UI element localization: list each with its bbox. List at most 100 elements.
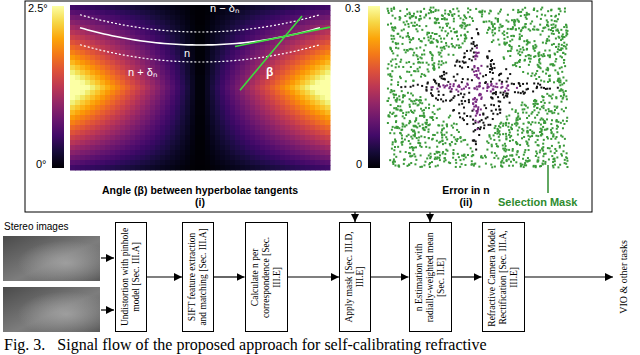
scatter-point bbox=[528, 64, 530, 66]
heatmap-cell bbox=[180, 145, 186, 151]
scatter-point bbox=[517, 113, 519, 115]
heatmap-cell bbox=[110, 155, 116, 161]
heatmap-cell bbox=[105, 115, 111, 121]
heatmap-cell bbox=[250, 165, 256, 171]
scatter-point bbox=[469, 24, 471, 26]
heatmap-cell bbox=[85, 60, 91, 66]
scatter-point bbox=[428, 12, 430, 14]
heatmap-cell bbox=[105, 105, 111, 111]
heatmap-cell bbox=[130, 165, 136, 171]
heatmap-cell bbox=[95, 105, 101, 111]
heatmap-cell bbox=[290, 145, 296, 151]
heatmap-cell bbox=[200, 65, 206, 71]
heatmap-cell bbox=[290, 95, 296, 101]
heatmap-cell bbox=[240, 50, 246, 56]
heatmap-cell bbox=[175, 10, 181, 16]
heatmap-cell bbox=[150, 60, 156, 66]
heatmap-cell bbox=[160, 55, 166, 61]
heatmap-cell bbox=[195, 105, 201, 111]
heatmap-cell bbox=[245, 90, 251, 96]
scatter-point bbox=[493, 63, 495, 65]
heatmap-cell bbox=[135, 105, 141, 111]
heatmap-cell bbox=[230, 80, 236, 86]
heatmap-cell bbox=[125, 10, 131, 16]
heatmap-cell bbox=[280, 65, 286, 71]
heatmap-cell bbox=[145, 80, 151, 86]
heatmap-cell bbox=[325, 160, 331, 166]
heatmap-cell bbox=[215, 95, 221, 101]
heatmap-cell bbox=[185, 155, 191, 161]
heatmap-cell bbox=[210, 50, 216, 56]
scatter-point bbox=[445, 23, 447, 25]
heatmap-cell bbox=[95, 65, 101, 71]
heatmap-cell bbox=[180, 135, 186, 141]
heatmap-cell bbox=[280, 50, 286, 56]
heatmap-cell bbox=[155, 125, 161, 131]
scatter-point bbox=[558, 13, 560, 15]
heatmap-cell bbox=[315, 150, 321, 156]
heatmap-cell bbox=[255, 160, 261, 166]
heatmap-cell bbox=[145, 165, 151, 171]
heatmap-cell bbox=[320, 90, 326, 96]
heatmap-cell bbox=[95, 155, 101, 161]
heatmap-cell bbox=[195, 20, 201, 26]
heatmap-cell bbox=[140, 140, 146, 146]
heatmap-cell bbox=[205, 125, 211, 131]
heatmap-cell bbox=[90, 10, 96, 16]
scatter-point bbox=[458, 112, 460, 114]
scatter-point bbox=[471, 48, 473, 50]
scatter-point bbox=[457, 38, 459, 40]
heatmap-cell bbox=[80, 35, 86, 41]
heatmap-cell bbox=[185, 30, 191, 36]
heatmap-cell bbox=[285, 125, 291, 131]
heatmap-cell bbox=[205, 130, 211, 136]
heatmap-cell bbox=[180, 95, 186, 101]
heatmap-cell bbox=[325, 135, 331, 141]
heatmap-cell bbox=[270, 5, 276, 11]
heatmap-cell bbox=[290, 140, 296, 146]
heatmap-cell bbox=[70, 120, 76, 126]
heatmap-cell bbox=[75, 65, 81, 71]
heatmap-cell bbox=[285, 90, 291, 96]
heatmap-cell bbox=[220, 160, 226, 166]
heatmap-cell bbox=[115, 70, 121, 76]
heatmap-cell bbox=[95, 75, 101, 81]
heatmap-cell bbox=[215, 70, 221, 76]
heatmap-cell bbox=[170, 155, 176, 161]
heatmap-cell bbox=[285, 115, 291, 121]
heatmap-cell bbox=[250, 55, 256, 61]
heatmap-cell bbox=[70, 80, 76, 86]
heatmap-cell bbox=[245, 135, 251, 141]
heatmap-cell bbox=[205, 165, 211, 171]
heatmap-cell bbox=[320, 115, 326, 121]
heatmap-cell bbox=[115, 115, 121, 121]
heatmap-cell bbox=[145, 5, 151, 11]
heatmap-cell bbox=[150, 150, 156, 156]
scatter-point bbox=[428, 124, 430, 126]
heatmap-cell bbox=[265, 15, 271, 21]
heatmap-cell bbox=[170, 105, 176, 111]
heatmap-cell bbox=[80, 90, 86, 96]
heatmap-cell bbox=[165, 115, 171, 121]
heatmap-cell bbox=[70, 25, 76, 31]
scatter-point bbox=[432, 138, 434, 140]
heatmap-cell bbox=[110, 55, 116, 61]
heatmap-cell bbox=[200, 155, 206, 161]
heatmap-cell bbox=[255, 20, 261, 26]
heatmap-cell bbox=[290, 40, 296, 46]
heatmap-cell bbox=[125, 165, 131, 171]
heatmap-cell bbox=[290, 150, 296, 156]
heatmap-cell bbox=[205, 145, 211, 151]
heatmap-cell bbox=[305, 115, 311, 121]
heatmap-cell bbox=[220, 75, 226, 81]
heatmap-cell bbox=[255, 90, 261, 96]
heatmap-cell bbox=[125, 125, 131, 131]
heatmap-cell bbox=[270, 10, 276, 16]
heatmap-cell bbox=[325, 85, 331, 91]
heatmap-cell bbox=[130, 150, 136, 156]
heatmap-cell bbox=[325, 155, 331, 161]
heatmap-cell bbox=[100, 140, 106, 146]
heatmap-cell bbox=[300, 125, 306, 131]
heatmap-cell bbox=[205, 155, 211, 161]
heatmap-cell bbox=[325, 45, 331, 51]
